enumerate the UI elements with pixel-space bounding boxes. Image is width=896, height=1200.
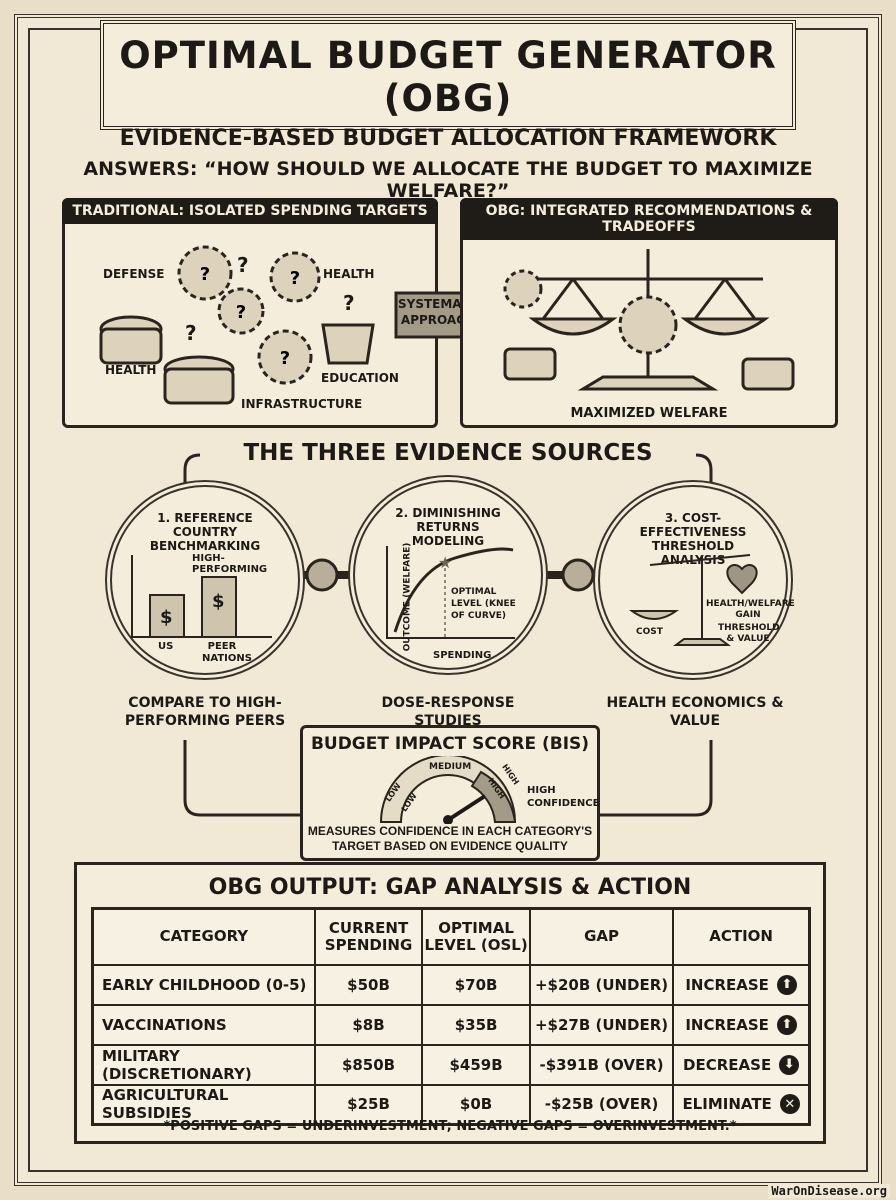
bis-description: MEASURES CONFIDENCE IN EACH CATEGORY'S T… bbox=[307, 824, 593, 853]
cell-current: $8B bbox=[313, 1003, 424, 1046]
question-mark: ? bbox=[343, 291, 355, 315]
watermark: WarOnDisease.org bbox=[768, 1184, 890, 1198]
action-label: INCREASE bbox=[685, 1015, 769, 1034]
dollar-icon: $ bbox=[160, 607, 173, 628]
question-mark: ? bbox=[237, 253, 249, 277]
gears-icon: ???? bbox=[99, 245, 375, 405]
table-row: EARLY CHILDHOOD (0-5) $50B $70B +$20B (U… bbox=[91, 963, 811, 1006]
diminishing-curve-icon: ★ bbox=[386, 546, 515, 639]
source-benchmarking: 1. REFERENCE COUNTRY BENCHMARKING HIGH-P… bbox=[105, 480, 305, 680]
label-education: EDUCATION bbox=[321, 371, 399, 385]
bis-title: BUDGET IMPACT SCORE (BIS) bbox=[310, 734, 590, 754]
table-header: CATEGORY CURRENT SPENDING OPTIMAL LEVEL … bbox=[91, 907, 811, 966]
label-health: HEALTH bbox=[105, 363, 157, 377]
col-optimal: OPTIMAL LEVEL (OSL) bbox=[421, 907, 531, 966]
traditional-panel: TRADITIONAL: ISOLATED SPENDING TARGETS ?… bbox=[62, 198, 438, 428]
gauge-medium: MEDIUM bbox=[429, 762, 472, 772]
table-row: AGRICULTURAL SUBSIDIES $25B $0B -$25B (O… bbox=[91, 1083, 811, 1126]
page-subtitle: EVIDENCE-BASED BUDGET ALLOCATION FRAMEWO… bbox=[119, 126, 777, 151]
cell-action: INCREASE ⬆ bbox=[672, 1003, 811, 1046]
arrow-up-icon: ⬆ bbox=[776, 974, 797, 995]
source-cost-effectiveness: 3. COST-EFFECTIVENESS THRESHOLD ANALYSIS… bbox=[593, 480, 795, 680]
label-high-performing: HIGH-PERFORMING bbox=[192, 553, 268, 575]
obg-panel: OBG: INTEGRATED RECOMMENDATIONS & TRADEO… bbox=[460, 198, 838, 428]
obg-caption: MAXIMIZED WELFARE bbox=[570, 406, 728, 421]
table-row: VACCINATIONS $8B $35B +$27B (UNDER) INCR… bbox=[91, 1003, 811, 1046]
x-axis-label: SPENDING bbox=[433, 650, 492, 661]
svg-text:?: ? bbox=[200, 264, 210, 285]
cell-gap: +$27B (UNDER) bbox=[528, 1003, 675, 1046]
svg-text:★: ★ bbox=[438, 553, 452, 572]
confidence-gauge-icon bbox=[379, 756, 517, 824]
cell-category: MILITARY (DISCRETIONARY) bbox=[91, 1043, 316, 1086]
high-confidence-label: HIGH CONFIDENCE bbox=[527, 785, 600, 809]
svg-text:?: ? bbox=[236, 302, 246, 323]
cell-category: VACCINATIONS bbox=[91, 1003, 316, 1046]
obg-title: OBG: INTEGRATED RECOMMENDATIONS & TRADEO… bbox=[460, 198, 838, 240]
gap-analysis-table: CATEGORY CURRENT SPENDING OPTIMAL LEVEL … bbox=[91, 907, 811, 1126]
cell-optimal: $70B bbox=[421, 963, 531, 1006]
arrow-down-icon: ⬇ bbox=[779, 1054, 800, 1075]
source-title: 2. DIMINISHING RETURNS MODELING bbox=[395, 506, 501, 548]
table-row: MILITARY (DISCRETIONARY) $850B $459B -$3… bbox=[91, 1043, 811, 1086]
traditional-title: TRADITIONAL: ISOLATED SPENDING TARGETS bbox=[62, 198, 438, 224]
action-label: DECREASE bbox=[683, 1055, 772, 1074]
scale-heart-icon bbox=[628, 554, 758, 646]
source-diminishing-returns: 2. DIMINISHING RETURNS MODELING ★ OUTCOM… bbox=[348, 475, 548, 675]
cell-current: $25B bbox=[313, 1083, 424, 1126]
source-title: 1. REFERENCE COUNTRY BENCHMARKING bbox=[149, 511, 261, 553]
cell-category: EARLY CHILDHOOD (0-5) bbox=[91, 963, 316, 1006]
label-defense: DEFENSE bbox=[103, 267, 165, 281]
output-box: OBG OUTPUT: GAP ANALYSIS & ACTION CATEGO… bbox=[74, 862, 826, 1144]
title-box: OPTIMAL BUDGET GENERATOR (OBG) EVIDENCE-… bbox=[100, 20, 796, 151]
col-action: ACTION bbox=[672, 907, 811, 966]
bar-comparison-icon bbox=[131, 555, 272, 638]
balance-scale-icon bbox=[503, 249, 795, 391]
cell-action: INCREASE ⬆ bbox=[672, 963, 811, 1006]
cell-action: ELIMINATE ✕ bbox=[672, 1083, 811, 1126]
label-infrastructure: INFRASTRUCTURE bbox=[241, 397, 363, 411]
output-title: OBG OUTPUT: GAP ANALYSIS & ACTION bbox=[208, 875, 692, 900]
source-caption: HEALTH ECONOMICS & VALUE bbox=[606, 695, 784, 729]
arrow-up-icon: ⬆ bbox=[776, 1014, 797, 1035]
cell-action: DECREASE ⬇ bbox=[672, 1043, 811, 1086]
x-icon: ✕ bbox=[779, 1094, 800, 1115]
page-title: OPTIMAL BUDGET GENERATOR (OBG) bbox=[119, 34, 777, 120]
cell-gap: -$391B (OVER) bbox=[528, 1043, 675, 1086]
cell-gap: -$25B (OVER) bbox=[528, 1083, 675, 1126]
label-health-top: HEALTH bbox=[323, 267, 375, 281]
svg-text:?: ? bbox=[290, 268, 300, 289]
col-gap: GAP bbox=[528, 907, 675, 966]
col-category: CATEGORY bbox=[91, 907, 316, 966]
cell-category: AGRICULTURAL SUBSIDIES bbox=[91, 1083, 316, 1126]
cell-optimal: $35B bbox=[421, 1003, 531, 1046]
guiding-question: ANSWERS: “HOW SHOULD WE ALLOCATE THE BUD… bbox=[83, 158, 813, 202]
source-title: 3. COST-EFFECTIVENESS THRESHOLD ANALYSIS bbox=[639, 511, 747, 567]
gap-note: *POSITIVE GAPS = UNDERINVESTMENT; NEGATI… bbox=[163, 1119, 737, 1134]
label-us: US bbox=[158, 641, 174, 652]
col-current: CURRENT SPENDING bbox=[313, 907, 424, 966]
source-caption: COMPARE TO HIGH-PERFORMING PEERS bbox=[124, 695, 286, 729]
y-axis-label: OUTCOME (WELFARE) bbox=[402, 542, 413, 652]
label-cost: COST bbox=[636, 627, 663, 637]
question-mark: ? bbox=[185, 321, 197, 345]
cell-optimal: $459B bbox=[421, 1043, 531, 1086]
bis-box: BUDGET IMPACT SCORE (BIS) LOW LOW MEDIUM… bbox=[300, 725, 600, 861]
cell-current: $850B bbox=[313, 1043, 424, 1086]
action-label: ELIMINATE bbox=[682, 1095, 772, 1114]
action-label: INCREASE bbox=[685, 975, 769, 994]
cell-optimal: $0B bbox=[421, 1083, 531, 1126]
label-health-gain: HEALTH/WELFARE GAIN bbox=[706, 599, 795, 620]
optimal-level-label: OPTIMAL LEVEL (KNEE OF CURVE) bbox=[451, 587, 516, 621]
svg-text:?: ? bbox=[280, 348, 290, 369]
label-peer-nations: PEER NATIONS bbox=[202, 641, 252, 664]
dollar-icon: $ bbox=[212, 591, 225, 612]
label-threshold: THRESHOLD & VALUE bbox=[718, 623, 780, 644]
cell-current: $50B bbox=[313, 963, 424, 1006]
cell-gap: +$20B (UNDER) bbox=[528, 963, 675, 1006]
evidence-sources-title: THE THREE EVIDENCE SOURCES bbox=[200, 440, 696, 466]
